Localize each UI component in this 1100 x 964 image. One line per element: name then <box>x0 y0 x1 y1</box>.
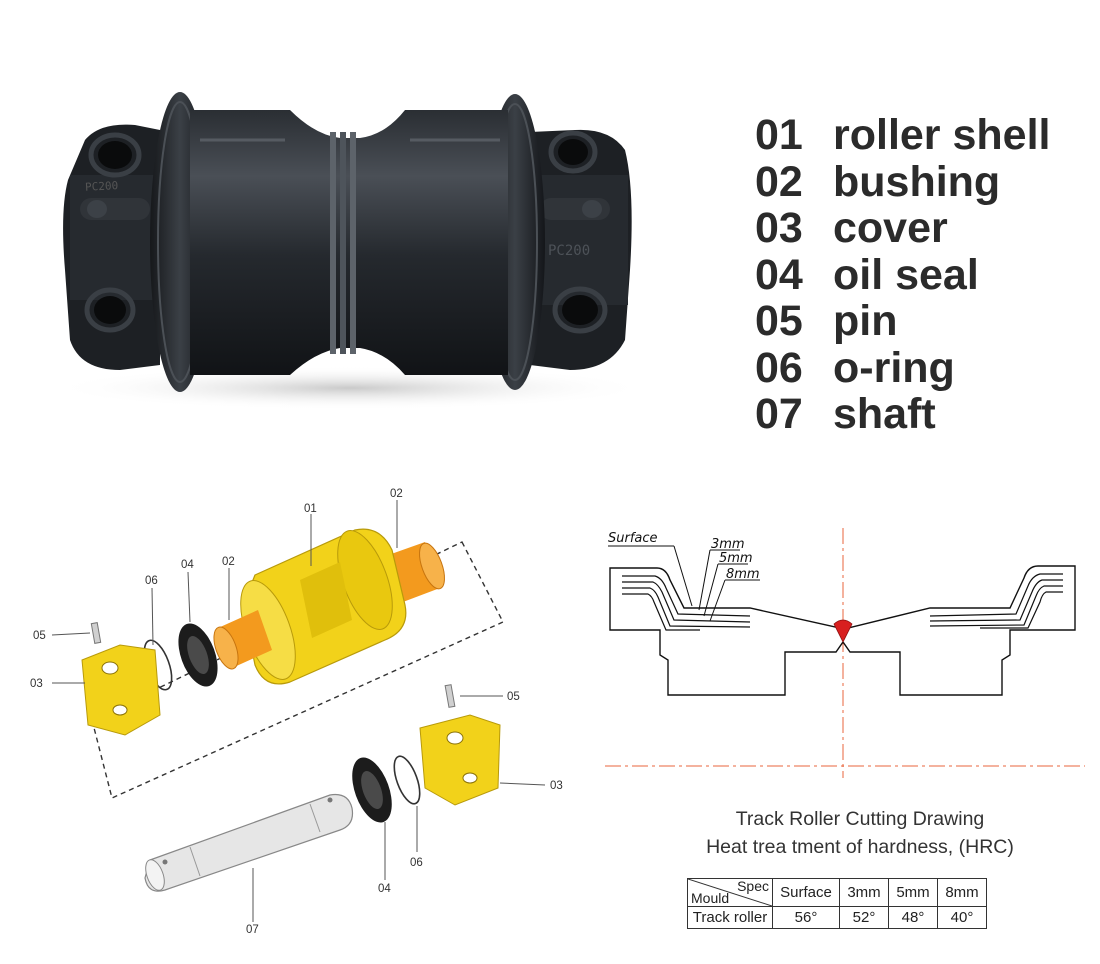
parts-legend: 01 roller shell 02 bushing 03 cover 04 oil s… <box>755 112 1050 438</box>
table-header: 8mm <box>937 878 987 907</box>
legend-number: 05 <box>755 297 803 345</box>
callout-04-right: 04 <box>378 883 391 895</box>
section-marker <box>833 619 853 643</box>
callout-02-left: 02 <box>222 556 235 568</box>
legend-label: roller shell <box>833 111 1051 159</box>
table-row: Track roller 56° 52° 48° 40° <box>687 906 987 929</box>
table-header: 3mm <box>839 878 889 907</box>
exploded-view-diagram: 01 02 02 04 06 05 03 05 03 06 04 07 <box>30 488 563 936</box>
left-bracket: PC200 <box>63 124 161 370</box>
roller-shell <box>240 528 407 685</box>
cast-marking-right: PC200 <box>548 243 590 259</box>
table-header: Surface <box>772 878 840 907</box>
legend-item: 04 oil seal <box>755 250 1050 299</box>
legend-item: 07 shaft <box>755 391 1050 438</box>
drawing-title: Track Roller Cutting Drawing <box>735 808 985 830</box>
callout-02-right: 02 <box>390 488 403 500</box>
legend-label: bushing <box>833 157 1001 206</box>
drawing-subtitle: Heat trea tment of hardness, (HRC) <box>706 836 1014 858</box>
label-8mm: 8mm <box>726 567 760 582</box>
legend-item: 03 cover <box>755 205 1050 252</box>
label-3mm: 3mm <box>711 537 745 552</box>
legend-item: 05 pin <box>755 298 1050 345</box>
oil-seal-right <box>352 757 392 823</box>
table-cell: 48° <box>888 906 938 929</box>
cast-marking-left: PC200 <box>85 179 119 194</box>
table-corner-cell: Spec Mould <box>687 878 773 907</box>
cutting-drawing: Surface 3mm 5mm 8mm <box>605 528 1085 778</box>
legend-label: o-ring <box>833 343 955 392</box>
label-5mm: 5mm <box>719 551 753 566</box>
callout-05-left: 05 <box>33 630 46 642</box>
callout-04-left: 04 <box>181 559 194 571</box>
legend-label: shaft <box>833 390 936 438</box>
pin-left <box>90 622 102 644</box>
pin-right <box>444 684 456 708</box>
legend-number: 07 <box>755 390 803 438</box>
table-cell: 52° <box>839 906 889 929</box>
cover-right <box>419 714 501 806</box>
legend-item: 02 bushing <box>755 157 1050 206</box>
legend-number: 02 <box>755 157 803 206</box>
callout-01: 01 <box>304 503 317 515</box>
table-header-row: Spec Mould Surface 3mm 5mm 8mm <box>687 878 987 907</box>
bushing-left <box>213 610 272 670</box>
legend-label: cover <box>833 204 948 252</box>
table-cell: 56° <box>772 906 840 929</box>
table-row-label: Track roller <box>687 906 773 929</box>
callout-05-right: 05 <box>507 691 520 703</box>
callout-03-left: 03 <box>30 678 43 690</box>
callout-03-right: 03 <box>550 780 563 792</box>
legend-number: 04 <box>755 250 803 299</box>
legend-number: 06 <box>755 343 803 392</box>
oring-right <box>393 755 421 805</box>
hardened-layers-right <box>929 573 1063 629</box>
cover-left <box>81 644 161 736</box>
legend-number: 01 <box>755 111 803 159</box>
legend-label: pin <box>833 297 898 345</box>
legend-item: 01 roller shell <box>755 112 1050 159</box>
shaft <box>144 793 354 892</box>
callout-07: 07 <box>246 924 259 936</box>
hardened-layers-left <box>622 575 751 631</box>
corner-spec-label: Spec <box>737 878 769 894</box>
callout-06-right: 06 <box>410 857 423 869</box>
callout-06-left: 06 <box>145 575 158 587</box>
legend-item: 06 o-ring <box>755 343 1050 392</box>
oil-seal-left <box>178 623 218 687</box>
label-surface: Surface <box>608 531 658 546</box>
legend-label: oil seal <box>833 250 979 299</box>
hardness-table: Spec Mould Surface 3mm 5mm 8mm Track rol… <box>687 878 987 929</box>
corner-mould-label: Mould <box>691 890 730 906</box>
table-cell: 40° <box>937 906 987 929</box>
table-header: 5mm <box>888 878 938 907</box>
track-roller-photo: PC200 PC200 <box>50 92 650 410</box>
roller-body <box>190 110 508 375</box>
legend-number: 03 <box>755 204 803 252</box>
right-bracket: PC200 <box>530 129 632 370</box>
